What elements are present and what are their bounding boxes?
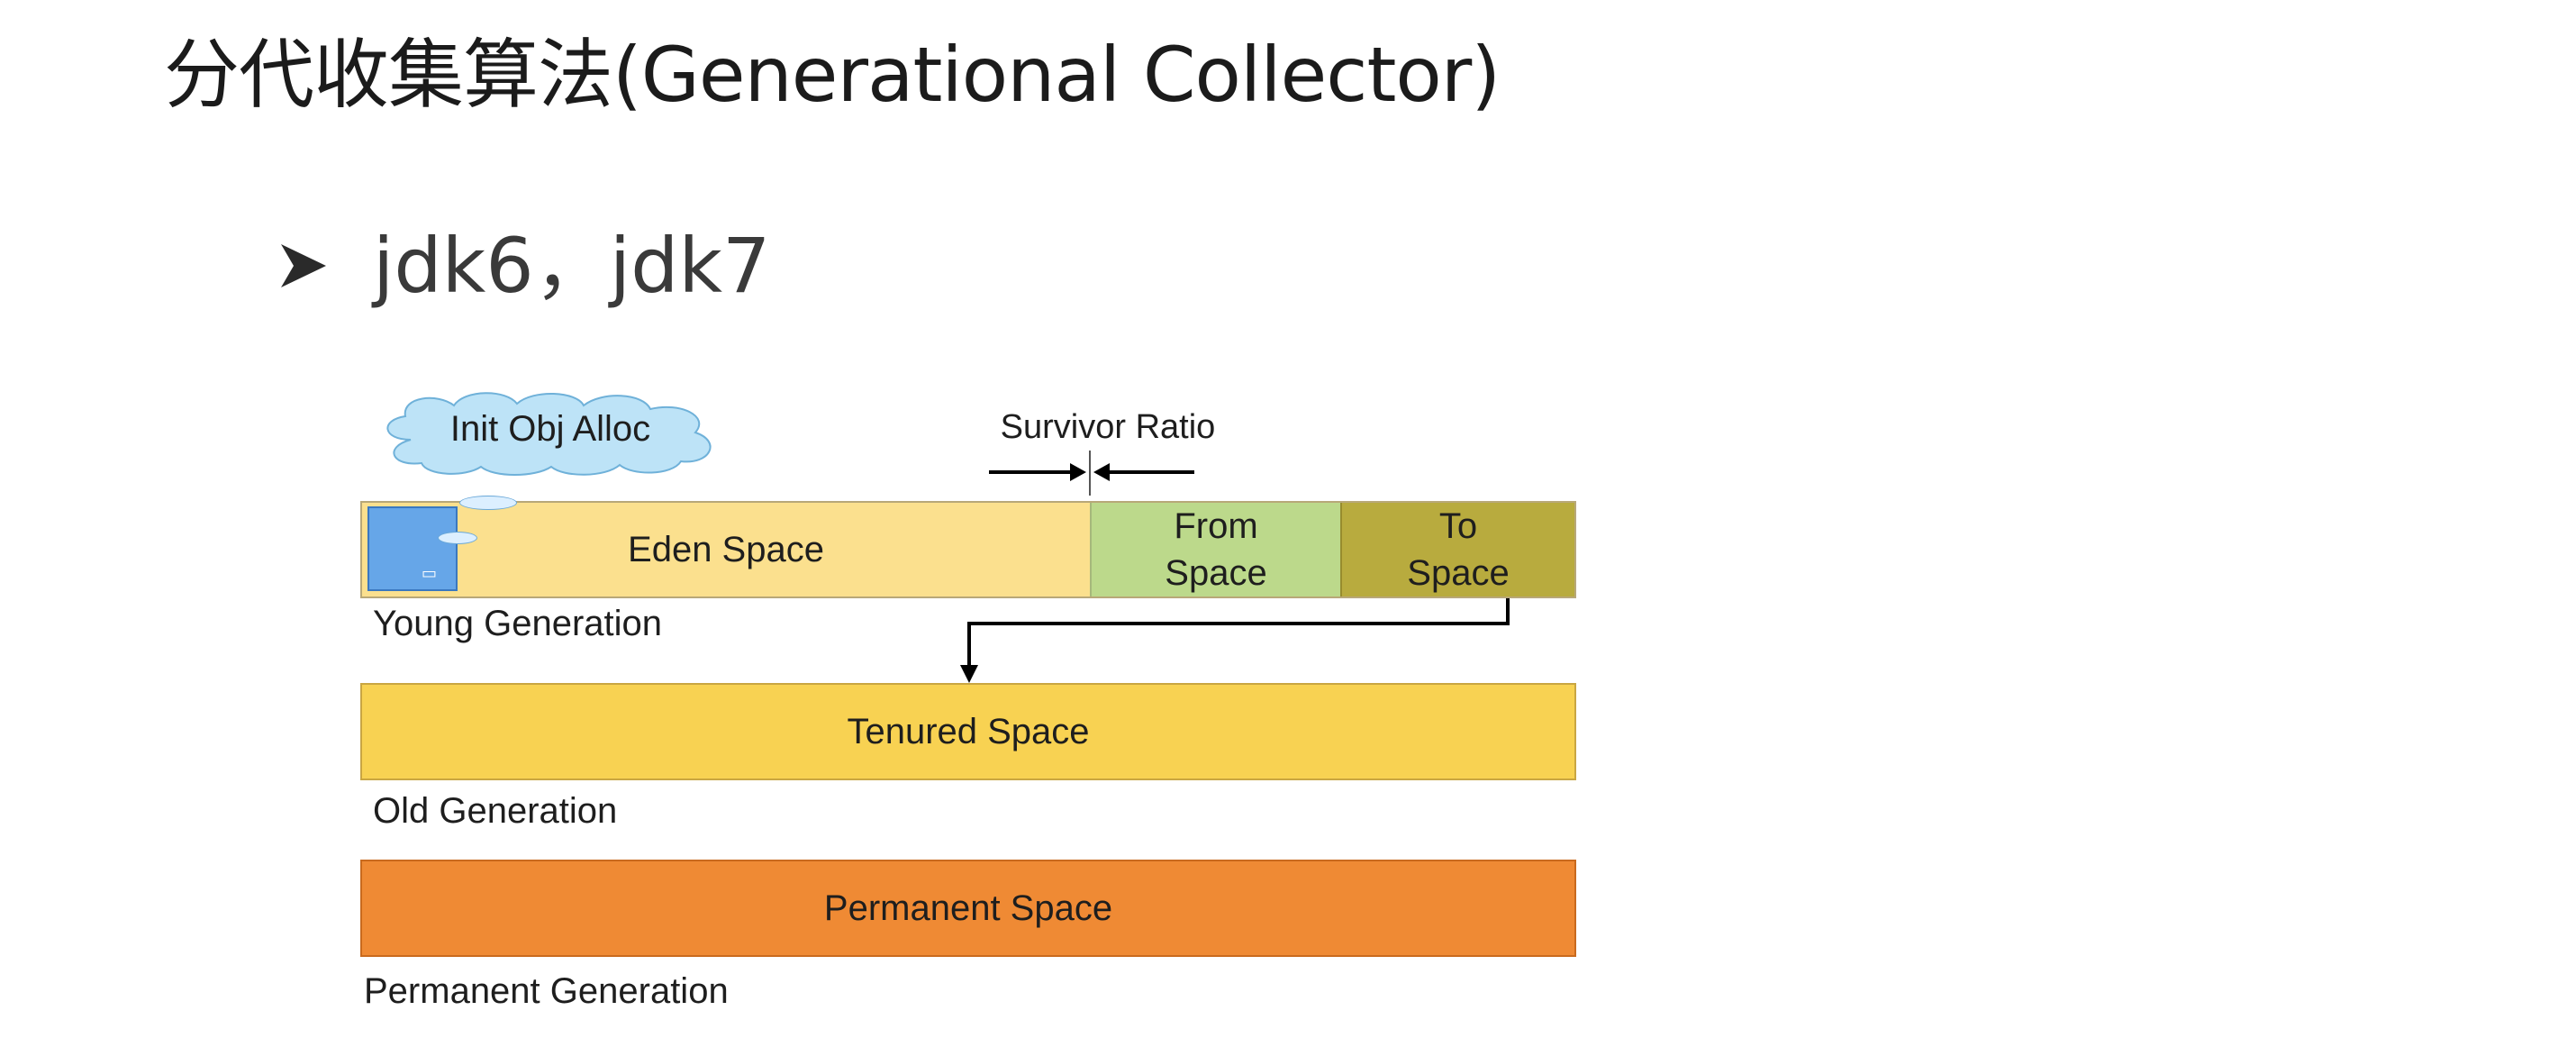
page-title: 分代收集算法(Generational Collector): [164, 31, 1501, 119]
bullet-text: jdk6，jdk7: [373, 222, 771, 310]
new-object-block: ▭: [367, 506, 458, 591]
eden-space: Eden Space: [362, 503, 1090, 596]
init-obj-alloc-label: Init Obj Alloc: [449, 409, 651, 449]
from-space-label-line1: From: [1174, 506, 1258, 546]
arrowhead-bullet-icon: [281, 244, 326, 287]
tenured-space-label: Tenured Space: [847, 711, 1090, 751]
thought-bubble-large: [459, 496, 517, 510]
from-space: From Space: [1090, 503, 1340, 596]
eden-space-label: Eden Space: [628, 530, 824, 569]
old-generation-label: Old Generation: [373, 791, 618, 831]
permanent-space-label: Permanent Space: [823, 888, 1113, 928]
thought-bubble-small: [438, 532, 477, 544]
young-generation-label: Young Generation: [373, 604, 663, 643]
from-space-label-line2: Space: [1165, 553, 1267, 593]
to-space: To Space: [1340, 503, 1574, 596]
init-alloc-cloud-shape: [386, 392, 712, 476]
to-space-label-line2: Space: [1407, 553, 1510, 593]
permanent-generation-label: Permanent Generation: [364, 971, 729, 1011]
object-marker-icon: ▭: [422, 564, 438, 582]
promotion-arrow-icon: [960, 598, 1510, 683]
young-generation-bar: Eden Space From Space To Space: [360, 501, 1576, 598]
survivor-ratio-arrows-icon: [989, 451, 1194, 496]
to-space-label-line1: To: [1438, 506, 1478, 546]
permanent-space: Permanent Space: [360, 860, 1576, 957]
survivor-ratio-label: Survivor Ratio: [1000, 408, 1216, 446]
tenured-space: Tenured Space: [360, 683, 1576, 780]
bullet-item: jdk6，jdk7: [279, 216, 771, 315]
